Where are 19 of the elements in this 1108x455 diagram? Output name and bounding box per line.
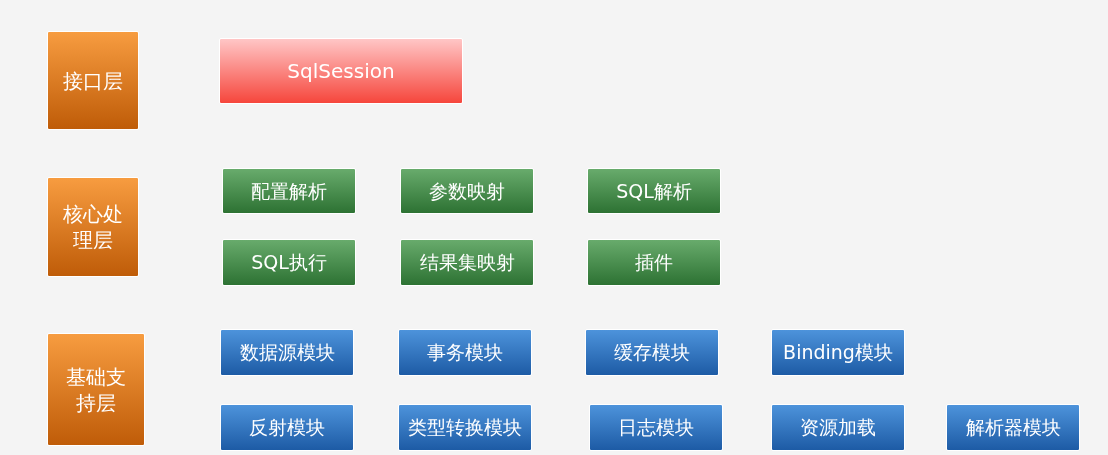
module-box: 数据源模块 bbox=[220, 329, 354, 376]
module-box: SQL解析 bbox=[587, 168, 721, 214]
module-box: 缓存模块 bbox=[585, 329, 719, 376]
layer-box: 接口层 bbox=[47, 31, 139, 130]
module-box: 反射模块 bbox=[220, 404, 354, 451]
module-box: Binding模块 bbox=[771, 329, 905, 376]
module-box: 类型转换模块 bbox=[398, 404, 532, 451]
module-box: 资源加载 bbox=[771, 404, 905, 451]
module-box: 插件 bbox=[587, 239, 721, 286]
module-box: 配置解析 bbox=[222, 168, 356, 214]
module-box: 事务模块 bbox=[398, 329, 532, 376]
module-box: 参数映射 bbox=[400, 168, 534, 214]
module-box: 解析器模块 bbox=[946, 404, 1080, 451]
module-box: SQL执行 bbox=[222, 239, 356, 286]
module-box: 日志模块 bbox=[589, 404, 723, 451]
layer-box: 基础支持层 bbox=[47, 333, 145, 446]
layer-box: 核心处理层 bbox=[47, 177, 139, 277]
module-box: 结果集映射 bbox=[400, 239, 534, 286]
interface-box: SqlSession bbox=[219, 38, 463, 104]
